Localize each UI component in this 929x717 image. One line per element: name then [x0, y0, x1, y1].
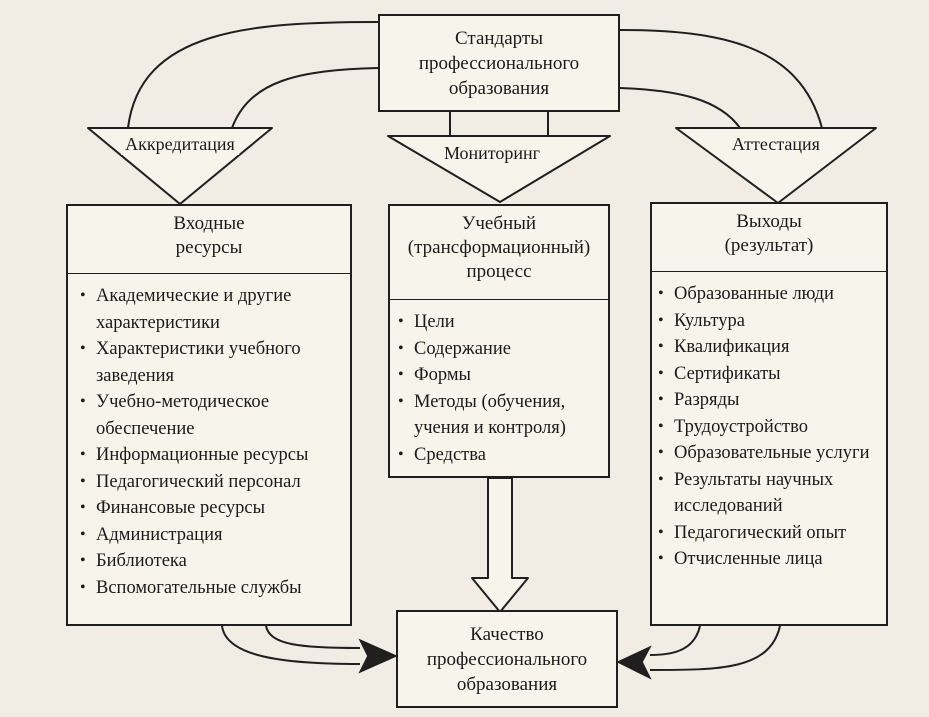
inputs-box: Входные ресурсы Академические и другие х… [66, 204, 352, 626]
process-title-line-3: процесс [466, 261, 532, 282]
outputs-title: Выходы (результат) [652, 204, 886, 272]
inputs-item: Библиотека [80, 548, 344, 575]
left-bottom-inner [265, 625, 361, 649]
outputs-item: Трудоустройство [658, 414, 886, 441]
attestation-arrow [675, 127, 877, 204]
inputs-item: Учебно-методическое обеспечение [80, 389, 344, 442]
inputs-item: Финансовые ресурсы [80, 495, 344, 522]
outputs-item: Квалификация [658, 334, 886, 361]
standards-line-3: образования [448, 78, 550, 99]
process-item: Средства [398, 442, 608, 469]
standards-box: Стандарты профессионального образования [378, 14, 620, 112]
right-bottom-outer [649, 625, 781, 671]
left-outer-arc [127, 21, 379, 129]
process-item: Формы [398, 362, 608, 389]
right-inner-arc [619, 87, 741, 129]
right-arrowhead [616, 645, 652, 680]
monitoring-label: Мониторинг [439, 142, 545, 164]
outputs-item: Культура [658, 308, 886, 335]
outputs-list: Образованные люди Культура Квалификация … [652, 272, 886, 573]
outputs-item: Образованные люди [658, 281, 886, 308]
accreditation-label: Аккредитация [121, 133, 239, 155]
standards-title: Стандарты профессионального образования [380, 26, 618, 101]
standards-line-1: Стандарты [455, 28, 543, 49]
inputs-item: Вспомогательные службы [80, 575, 344, 602]
left-inner-arc [231, 67, 379, 129]
inputs-item: Информационные ресурсы [80, 442, 344, 469]
quality-line-2: профессионального [426, 649, 588, 670]
process-title-line-2: (трансформационный) [407, 237, 591, 258]
inputs-list: Академические и другие характеристики Ха… [68, 274, 350, 601]
process-item: Содержание [398, 336, 608, 363]
outputs-item: Образовательные услуги [658, 440, 886, 467]
inputs-item: Характеристики учебного заведения [80, 336, 344, 389]
quality-line-3: образования [456, 674, 558, 695]
outputs-item: Сертификаты [658, 361, 886, 388]
outputs-title-line-2: (результат) [724, 235, 814, 256]
quality-box: Качество профессионального образования [396, 610, 618, 708]
right-bottom-inner [649, 625, 701, 656]
process-title: Учебный (трансформационный) процесс [390, 206, 608, 300]
right-outer-arc [619, 29, 823, 129]
left-bottom-outer [221, 625, 361, 665]
quality-title: Качество профессионального образования [398, 622, 616, 697]
process-item: Методы (обучения, учения и контроля) [398, 389, 608, 442]
standards-line-2: профессионального [418, 53, 580, 74]
outputs-item: Педагогический опыт [658, 520, 886, 547]
quality-line-1: Качество [470, 624, 544, 645]
inputs-item: Администрация [80, 522, 344, 549]
outputs-box: Выходы (результат) Образованные люди Кул… [650, 202, 888, 626]
inputs-title-line-2: ресурсы [175, 237, 243, 258]
outputs-title-line-1: Выходы [736, 211, 802, 232]
process-title-line-1: Учебный [461, 213, 537, 234]
process-to-quality-arrow [471, 477, 529, 613]
inputs-title-line-1: Входные [173, 213, 245, 234]
attestation-label: Аттестация [728, 133, 824, 155]
inputs-title: Входные ресурсы [68, 206, 350, 274]
outputs-item: Разряды [658, 387, 886, 414]
outputs-item: Отчисленные лица [658, 546, 886, 573]
left-arrowhead [358, 638, 398, 674]
outputs-item: Результаты научных исследований [658, 467, 886, 520]
process-item: Цели [398, 309, 608, 336]
process-box: Учебный (трансформационный) процесс Цели… [388, 204, 610, 478]
process-list: Цели Содержание Формы Методы (обучения, … [390, 300, 608, 468]
inputs-item: Академические и другие характеристики [80, 283, 344, 336]
inputs-item: Педагогический персонал [80, 469, 344, 496]
